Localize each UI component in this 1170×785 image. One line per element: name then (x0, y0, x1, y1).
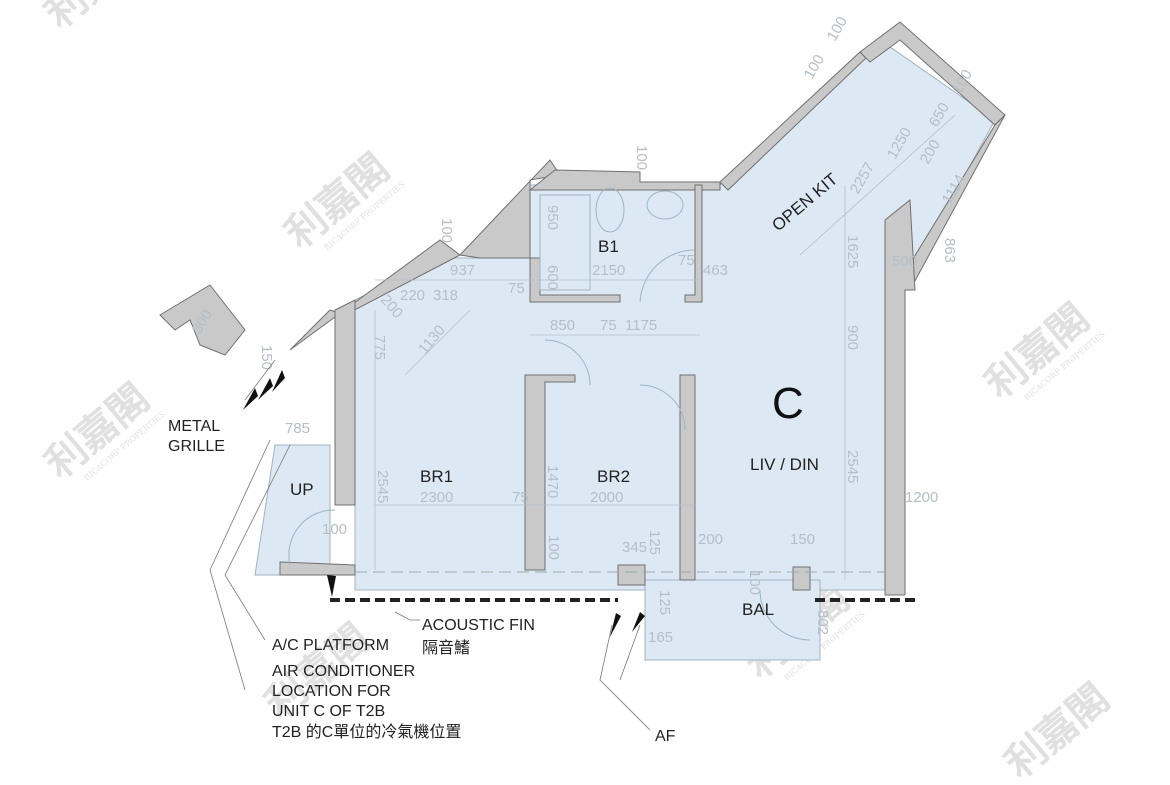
arrow-icon (632, 612, 645, 632)
dimension: 1175 (625, 317, 657, 334)
note-ac-location: LOCATION FOR (272, 683, 391, 700)
room-label-b1: B1 (598, 237, 619, 256)
watermark: 利嘉閣 (36, 0, 158, 38)
dimension: 100 (633, 145, 650, 170)
basin (646, 190, 684, 220)
dimension: 950 (544, 205, 561, 230)
note-ac-platform: A/C PLATFORM (272, 637, 389, 654)
dimension: 100 (438, 218, 455, 243)
arrow-icon (243, 388, 258, 410)
dimension: 500 (892, 253, 917, 270)
door-swing (639, 249, 696, 303)
dimension: 100 (801, 52, 828, 82)
arrow-icon (327, 575, 336, 597)
room-label-liv-din: LIV / DIN (750, 455, 819, 474)
balcony-floor (644, 579, 821, 661)
dimension: 785 (285, 420, 310, 437)
wall (884, 199, 916, 596)
wall (679, 374, 696, 581)
note-acoustic-fin-zh: 隔音鰭 (422, 639, 470, 657)
note-ac-location: AIR CONDITIONER (272, 663, 415, 680)
dimension: 100 (322, 521, 347, 538)
dimension: 1625 (844, 235, 861, 268)
wall (458, 159, 561, 259)
note-af: AF (655, 728, 676, 745)
arrow-icon (258, 378, 273, 400)
wall (279, 561, 356, 576)
dimension: 2545 (374, 470, 391, 503)
watermark: 利嘉閣 (996, 675, 1118, 785)
dimension: 75 (678, 252, 695, 269)
unit-label: C (772, 379, 804, 428)
door-swing (288, 509, 336, 566)
dimension: 165 (648, 629, 673, 646)
note-metal-grille: METAL (168, 418, 220, 435)
dimension: 150 (258, 345, 275, 370)
room-label-up: UP (290, 480, 314, 499)
dimension-lines (374, 114, 956, 580)
dimension: 345 (622, 539, 647, 556)
door-swing (544, 339, 591, 386)
wall (289, 239, 461, 351)
dimension: 125 (656, 590, 673, 615)
dimension: 463 (703, 262, 728, 279)
metal-grille-wall (159, 284, 246, 356)
dimension: 2300 (420, 489, 453, 506)
dimension: 75 (508, 280, 525, 297)
note-ac-location: UNIT C OF T2B (272, 703, 385, 720)
dimension: 937 (450, 262, 475, 279)
wall (524, 374, 576, 571)
door-swing (759, 589, 811, 641)
dimension: 1200 (905, 489, 938, 506)
dimension: 220 (400, 287, 425, 304)
dimension: 2000 (590, 489, 623, 506)
dimension: 775 (371, 335, 388, 360)
dimension: 850 (550, 317, 575, 334)
dimension: 802 (814, 610, 831, 635)
note-acoustic-fin: ACOUSTIC FIN (422, 617, 535, 634)
dimension: 1470 (544, 465, 561, 498)
dimension: 900 (844, 325, 861, 350)
dimension: 2545 (844, 450, 861, 483)
dimension: 318 (433, 287, 458, 304)
dimension: 863 (941, 238, 958, 263)
dimension: 75 (512, 489, 529, 506)
room-label-br1: BR1 (420, 467, 453, 486)
ac-platform-floor (254, 444, 331, 576)
dimension: 150 (790, 531, 815, 548)
wall (684, 184, 703, 303)
wall (792, 566, 811, 591)
leader-lines (209, 359, 651, 731)
wall (528, 169, 721, 191)
dimension: 125 (646, 530, 663, 555)
dimension: 600 (544, 265, 561, 290)
room-label-bal: BAL (742, 600, 774, 619)
bathtub (539, 194, 591, 291)
dimension: 100 (545, 535, 562, 560)
room-label-br2: BR2 (597, 467, 630, 486)
dimension: 2150 (592, 262, 625, 279)
note-metal-grille: GRILLE (168, 438, 225, 455)
dimension: 100 (746, 570, 763, 595)
note-ac-location: T2B 的C單位的冷氣機位置 (272, 723, 461, 741)
toilet (595, 187, 625, 233)
arrow-icon (610, 613, 621, 637)
door-swing (639, 384, 686, 431)
wall (617, 564, 646, 586)
dimension: 200 (698, 531, 723, 548)
walls (159, 21, 1006, 596)
wall (334, 299, 356, 506)
dimension: 100 (824, 14, 851, 44)
arrow-icon (272, 370, 285, 392)
dimension: 75 (600, 317, 617, 334)
